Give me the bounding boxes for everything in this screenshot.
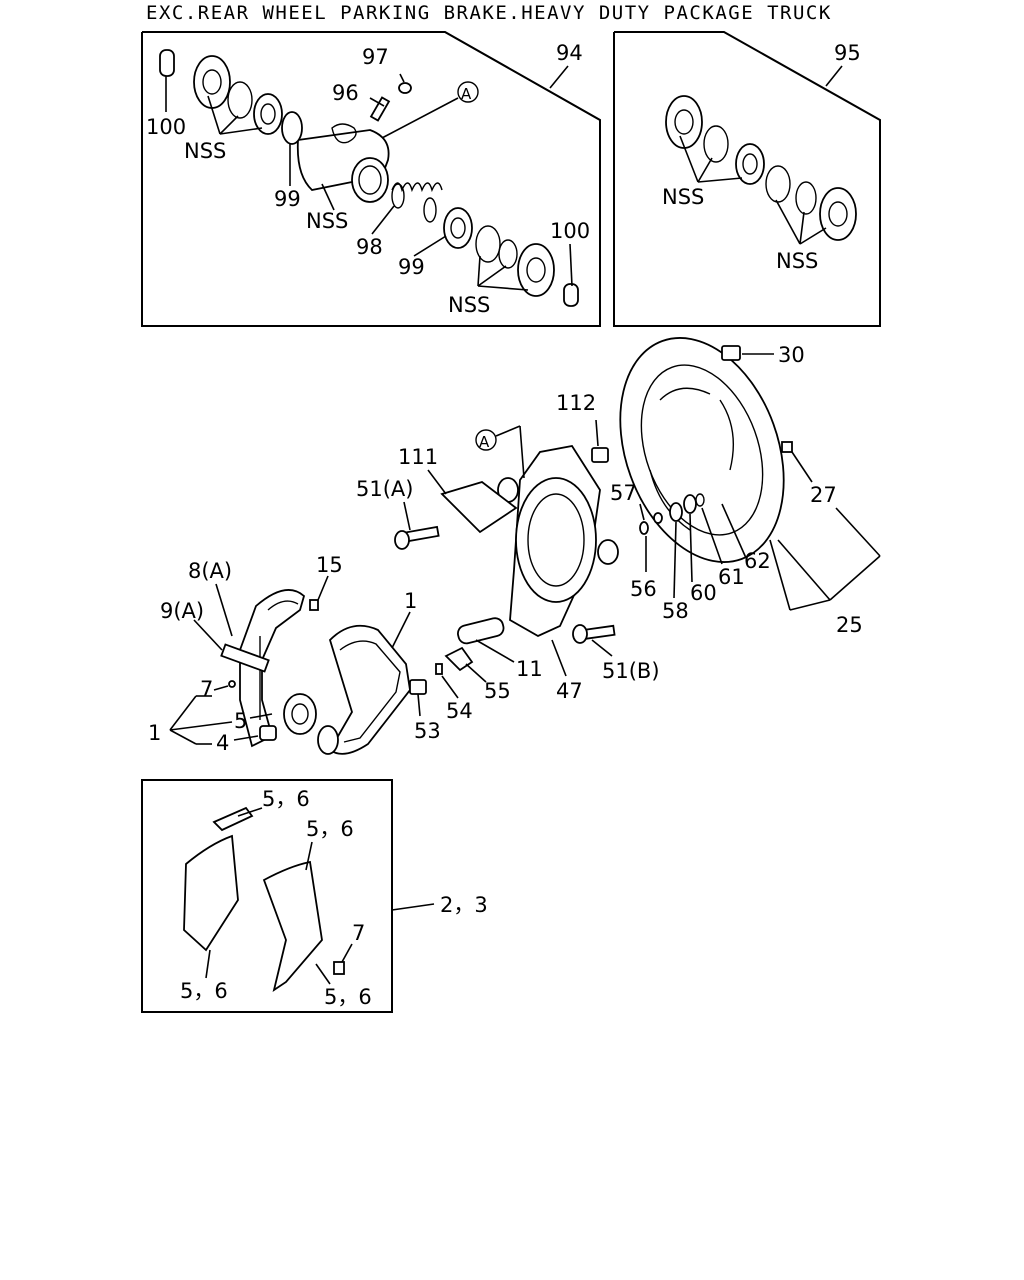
callout-56-b: 5，6 <box>306 817 354 841</box>
page-title: EXC.REAR WHEEL PARKING BRAKE.HEAVY DUTY … <box>146 2 832 24</box>
callout-7: 7 <box>200 677 213 701</box>
callout-100-b: 100 <box>550 219 590 243</box>
callout-5: 5 <box>234 709 247 733</box>
callout-111: 111 <box>398 445 438 469</box>
callout-95: 95 <box>834 41 861 65</box>
callout-99-a: 99 <box>274 187 301 211</box>
callout-1: 1 <box>148 721 161 745</box>
callout-57: 57 <box>610 481 637 505</box>
callout-53: 53 <box>414 719 441 743</box>
seal-kit-inset: 95 NSS NSS <box>613 31 881 327</box>
callout-30: 30 <box>778 343 805 367</box>
callout-4: 4 <box>216 731 229 755</box>
callout-58: 58 <box>662 599 689 623</box>
callout-54: 54 <box>446 699 473 723</box>
callout-61: 61 <box>718 565 745 589</box>
callout-a-main: A <box>479 433 490 451</box>
callout-nss-a: NSS <box>662 185 704 209</box>
callout-112: 112 <box>556 391 596 415</box>
callout-nss-b: NSS <box>776 249 818 273</box>
callout-94: 94 <box>556 41 583 65</box>
callout-55: 55 <box>484 679 511 703</box>
callout-100-top: 100 <box>146 115 186 139</box>
callout-nss-3: NSS <box>448 293 490 317</box>
callout-1-shoe: 1 <box>404 589 417 613</box>
callout-25: 25 <box>836 613 863 637</box>
callout-2-3: 2，3 <box>440 893 488 917</box>
callout-99-b: 99 <box>398 255 425 279</box>
callout-nss-2: NSS <box>306 209 348 233</box>
callout-51b: 51(B) <box>602 659 660 683</box>
callout-a-inset: A <box>461 85 472 103</box>
callout-97: 97 <box>362 45 389 69</box>
callout-51a: 51(A) <box>356 477 413 501</box>
callout-7-inset: 7 <box>352 921 365 945</box>
callout-8a: 8(A) <box>188 559 232 583</box>
callout-47: 47 <box>556 679 583 703</box>
callout-62: 62 <box>744 549 771 573</box>
callout-56-c: 5，6 <box>180 979 228 1003</box>
callout-56-d: 5，6 <box>324 985 372 1009</box>
lining-inset: 5，6 5，6 2，3 7 5，6 5，6 <box>141 779 488 1013</box>
callout-15: 15 <box>316 553 343 577</box>
callout-60: 60 <box>690 581 717 605</box>
brake-main-assembly: 30 27 112 A 111 51(A) 57 <box>148 337 881 755</box>
wheel-cylinder-inset: 94 A <box>141 31 601 327</box>
callout-56-a: 5，6 <box>262 787 310 811</box>
callout-98: 98 <box>356 235 383 259</box>
callout-56: 56 <box>630 577 657 601</box>
callout-27: 27 <box>810 483 837 507</box>
callout-nss-1: NSS <box>184 139 226 163</box>
callout-11: 11 <box>516 657 543 681</box>
callout-96: 96 <box>332 81 359 105</box>
callout-9a: 9(A) <box>160 599 204 623</box>
